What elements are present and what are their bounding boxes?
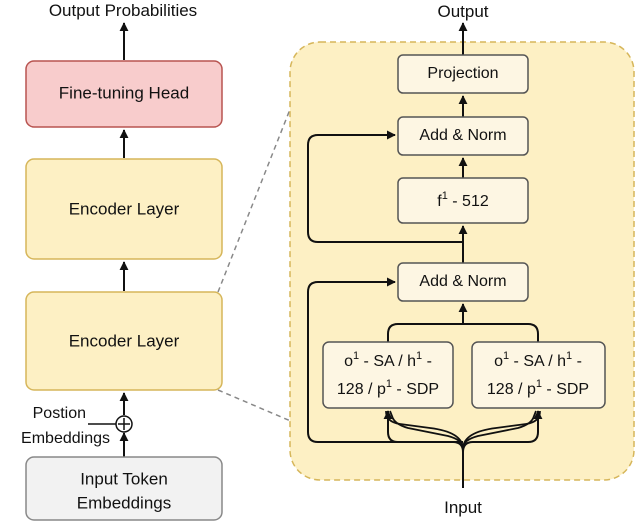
attention-head-right-line2: 128 / p1 - SDP	[487, 378, 589, 398]
input-token-embeddings-label-line2: Embeddings	[77, 493, 172, 512]
encoder-layer-bottom-label: Encoder Layer	[69, 331, 180, 350]
attention-head-right-box	[471, 341, 606, 409]
zoom-connector-bottom	[217, 389, 301, 426]
attention-head-right-line1: o1 - SA / h1 -	[494, 350, 582, 370]
projection-label: Projection	[427, 65, 498, 82]
encoder-layer-top-label: Encoder Layer	[69, 199, 180, 218]
feed-forward-box	[397, 177, 529, 224]
input-token-embeddings-box	[25, 456, 223, 521]
zoom-connector-top	[217, 83, 301, 293]
add-norm-bottom-label: Add & Norm	[419, 273, 506, 290]
fine-tuning-head-box	[25, 60, 223, 128]
input-token-embeddings-label-line1: Input Token	[80, 469, 168, 488]
add-norm-top-label: Add & Norm	[419, 127, 506, 144]
detail-input-label: Input	[444, 498, 482, 517]
residual-connection-top	[307, 130, 463, 243]
position-embeddings-label-line2: Embeddings	[21, 430, 110, 447]
position-embeddings-label-line1: Postion	[33, 405, 86, 422]
encoder-layer-top-box	[25, 158, 223, 260]
input-branch-right-outer	[462, 410, 543, 453]
add-norm-top-box	[397, 116, 529, 156]
fine-tuning-head-label: Fine-tuning Head	[59, 83, 189, 102]
input-branch-left-inner2	[385, 410, 464, 449]
attention-head-left-box	[322, 341, 454, 409]
detail-output-label: Output	[437, 2, 488, 21]
add-norm-bottom-box	[397, 262, 529, 302]
residual-connection-bottom	[307, 277, 463, 443]
input-branch-right-inner2	[462, 410, 541, 449]
feed-forward-label: f1 - 512	[437, 190, 489, 210]
output-probabilities-label: Output Probabilities	[49, 1, 197, 20]
encoder-layer-bottom-box	[25, 291, 223, 391]
attention-head-left-line1: o1 - SA / h1 -	[344, 350, 432, 370]
attention-head-left-line2: 128 / p1 - SDP	[337, 378, 439, 398]
projection-box	[397, 54, 529, 94]
